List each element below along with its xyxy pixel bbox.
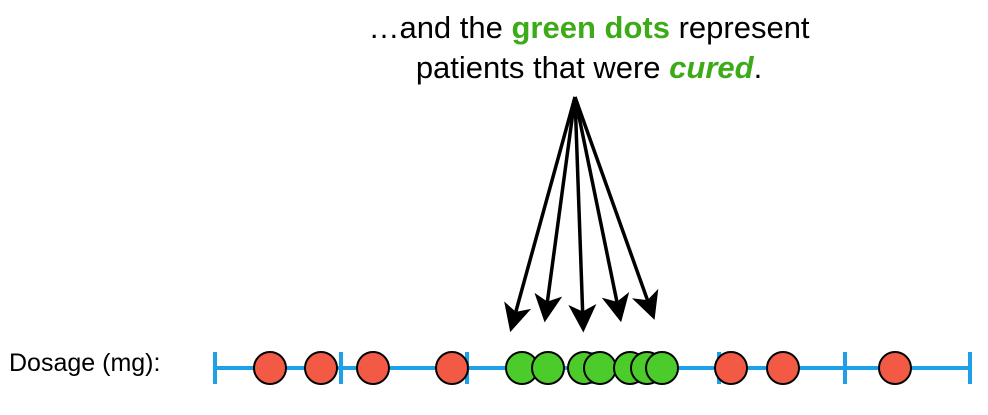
arrow — [504, 96, 577, 333]
caption-text-1b: represent — [669, 10, 810, 45]
arrow — [573, 96, 630, 323]
patient-dots — [253, 351, 912, 385]
caption-text-2a: patients that were — [415, 50, 670, 85]
caption: …and the green dots represent patients t… — [0, 8, 988, 88]
caption-text-2b: . — [753, 50, 763, 85]
arrow — [573, 96, 659, 320]
not-cured-dot — [253, 351, 287, 385]
cured-dot — [531, 351, 565, 385]
cured-dot — [583, 351, 617, 385]
caption-highlight-cured: cured — [669, 50, 754, 85]
arrows — [504, 96, 659, 333]
cured-dot — [645, 351, 679, 385]
axis-label: Dosage (mg): — [9, 349, 161, 377]
not-cured-dot — [766, 351, 800, 385]
not-cured-dot — [435, 351, 469, 385]
not-cured-dot — [714, 351, 748, 385]
caption-highlight-green-dots: green dots — [511, 10, 670, 45]
caption-line-2: patients that were cured. — [190, 48, 988, 88]
arrow — [568, 96, 597, 333]
not-cured-dot — [878, 351, 912, 385]
not-cured-dot — [356, 351, 390, 385]
caption-line-1: …and the green dots represent — [190, 8, 988, 48]
arrow — [534, 96, 577, 323]
not-cured-dot — [304, 351, 338, 385]
caption-text-1a: …and the — [368, 10, 512, 45]
